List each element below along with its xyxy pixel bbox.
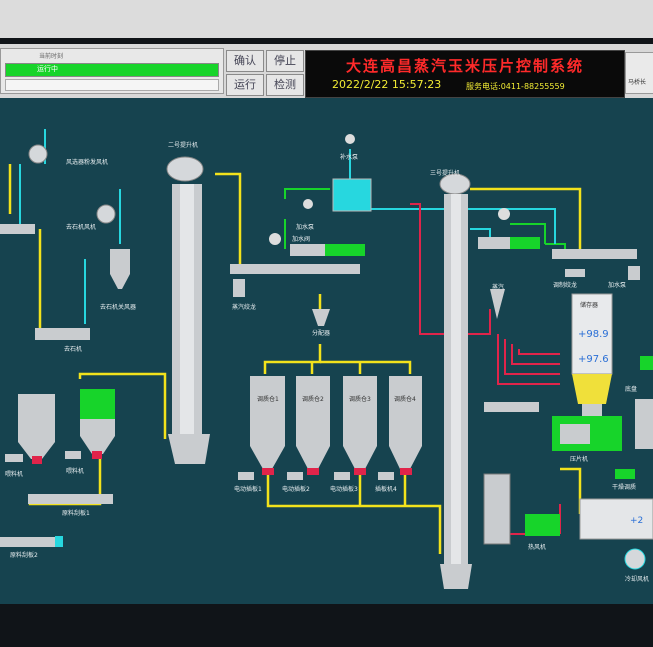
label-dryer: 干燥调质 — [612, 484, 637, 491]
label-right-pump: 加水泵 — [608, 282, 627, 289]
label-feeder-4: 插板机4 — [375, 486, 397, 493]
user-label: 马桥长 — [628, 79, 647, 86]
label-stone-remover: 去石机 — [64, 346, 83, 353]
tanks — [238, 376, 422, 480]
hmi-screen: 当前时刻 运行中 确认 运行 停止 检测 大连高昌蒸汽玉米压片控制系统 2022… — [0, 44, 653, 604]
label-stock-bin: 储存器 — [580, 302, 599, 309]
right-equipment — [478, 208, 653, 570]
label-hot-fan: 热风机 — [528, 544, 547, 551]
label-stone-fan: 去石机风机 — [66, 224, 97, 231]
run-button[interactable]: 运行 — [226, 74, 264, 96]
confirm-button[interactable]: 确认 — [226, 50, 264, 72]
system-title: 大连高昌蒸汽玉米压片控制系统 — [345, 57, 584, 75]
message-line — [5, 79, 219, 91]
label-tank-4: 调质仓4 — [394, 396, 416, 403]
label-feeder-1: 电动插板1 — [234, 486, 262, 493]
label-belt-left-2: 原料刮板2 — [10, 552, 38, 559]
label-add-water-valve: 加水阀 — [292, 236, 311, 243]
label-stone-collector: 去石机关风器 — [100, 304, 137, 311]
label-feeder-left-1: 喂料机 — [5, 471, 24, 478]
label-tank-1: 调质仓1 — [257, 396, 279, 403]
label-right-edge: 底盘 — [625, 386, 638, 393]
conditioning-modules — [230, 134, 372, 326]
elevator-3 — [439, 173, 511, 589]
label-distributor: 分配器 — [312, 330, 331, 337]
run-progress-bar — [5, 63, 219, 77]
service-phone: 服务电话:0411-88255559 — [466, 82, 565, 91]
left-equipment — [0, 144, 130, 547]
user-box: 马桥长 — [625, 52, 653, 94]
label-steam: 蒸汽 — [492, 284, 505, 291]
elevator-2 — [166, 156, 210, 464]
datetime-display: 2022/2/22 15:57:23 — [332, 78, 442, 91]
label-water-valve: 加水泵 — [296, 224, 315, 231]
stop-button[interactable]: 停止 — [266, 50, 304, 72]
temp-value-2: +97.6 — [578, 354, 609, 365]
label-feeder-2: 电动插板2 — [282, 486, 310, 493]
label-tank-3: 调质仓3 — [349, 396, 371, 403]
label-belt-left-1: 原料刮板1 — [62, 510, 90, 517]
label-flaker: 压片机 — [570, 456, 589, 463]
label-feeder-3: 电动插板3 — [330, 486, 358, 493]
label-tank-2: 调质仓2 — [302, 396, 324, 403]
temp-value-1: +98.9 — [578, 329, 609, 340]
label-temp-conveyor: 调制绞龙 — [553, 282, 578, 289]
label-elevator-3: 三号提升机 — [430, 170, 461, 177]
label-elevator-2: 二号提升机 — [168, 142, 199, 149]
status-caption: 当前时刻 — [39, 53, 64, 60]
run-progress-fill — [6, 64, 218, 76]
steam-pipes — [410, 203, 561, 535]
label-feeder-left-2: 喂料机 — [66, 468, 85, 475]
check-button[interactable]: 检测 — [266, 74, 304, 96]
label-water-pump: 补水泵 — [340, 154, 359, 161]
status-panel: 当前时刻 运行中 — [0, 48, 224, 94]
label-screw-conveyor: 蒸汽绞龙 — [232, 304, 257, 311]
label-fan-dust: 风选器粉发风机 — [66, 159, 109, 166]
right-value: +2 — [630, 516, 644, 526]
label-cooling: 冷却风机 — [625, 576, 650, 583]
material-pipes — [8, 164, 582, 554]
run-progress-text: 运行中 — [37, 65, 58, 73]
process-diagram — [0, 129, 653, 589]
title-panel: 大连高昌蒸汽玉米压片控制系统 2022/2/22 15:57:23 服务电话:0… — [305, 50, 625, 98]
